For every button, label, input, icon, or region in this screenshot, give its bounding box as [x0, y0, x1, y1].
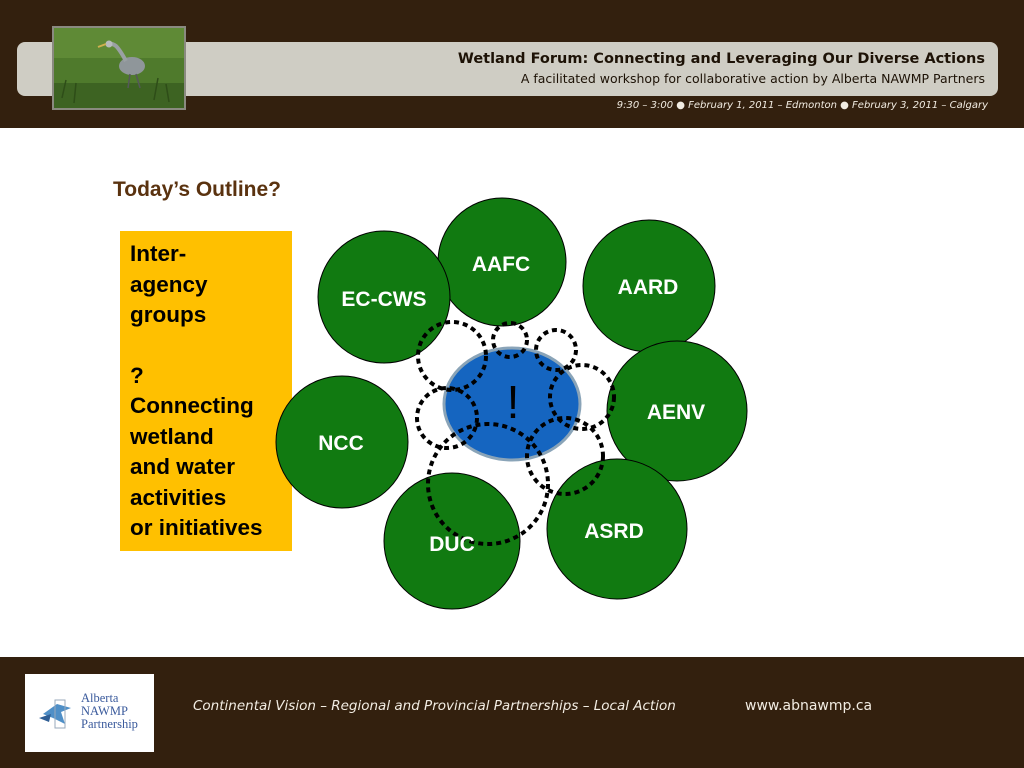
node-label-aard: AARD: [618, 276, 679, 299]
node-ec-cws: [317, 230, 451, 364]
node-aenv: [606, 340, 748, 482]
node-label-asrd: ASRD: [584, 520, 644, 543]
heron-photo: [52, 26, 186, 110]
dotted-ring-7: [415, 386, 479, 450]
dotted-ring-4: [548, 363, 616, 431]
workshop-title: Wetland Forum: Connecting and Leveraging…: [457, 51, 985, 67]
dotted-ring-5: [525, 416, 605, 496]
website-link[interactable]: www.abnawmp.ca: [745, 698, 873, 714]
bird-icon: [39, 699, 71, 729]
node-ncc: [275, 375, 409, 509]
dotted-ring-1: [416, 320, 488, 392]
footer-tagline: Continental Vision – Regional and Provin…: [193, 698, 676, 714]
workshop-dates: 9:30 – 3:00 ● February 1, 2011 – Edmonto…: [616, 100, 988, 111]
dotted-ring-6: [426, 422, 550, 546]
node-label-ncc: NCC: [318, 432, 364, 455]
center-label: !: [507, 376, 520, 428]
node-label-aafc: AAFC: [472, 253, 530, 276]
dotted-ring-2: [491, 321, 529, 359]
slide-title: Today’s Outline?: [113, 178, 282, 201]
node-label-aenv: AENV: [647, 401, 705, 424]
footer-band: [0, 657, 1024, 768]
callout-question: ? Connecting wetland and water activitie…: [130, 362, 263, 541]
workshop-subtitle: A facilitated workshop for collaborative…: [520, 71, 985, 86]
alberta-nawmp-logo: Alberta NAWMP Partnership: [25, 674, 154, 752]
node-duc: [383, 472, 521, 610]
node-asrd: [546, 458, 688, 600]
node-label-ec-cws: EC-CWS: [341, 288, 426, 311]
nodes-layer: [275, 197, 748, 610]
logo-text: Alberta NAWMP Partnership: [81, 691, 138, 731]
dotted-ring-3: [534, 328, 578, 372]
node-label-duc: DUC: [429, 533, 475, 556]
callout-box: Inter- agency groups ? Connecting wetlan…: [120, 231, 292, 551]
callout-heading: Inter- agency groups: [130, 241, 208, 327]
dotted-links: [415, 320, 616, 546]
